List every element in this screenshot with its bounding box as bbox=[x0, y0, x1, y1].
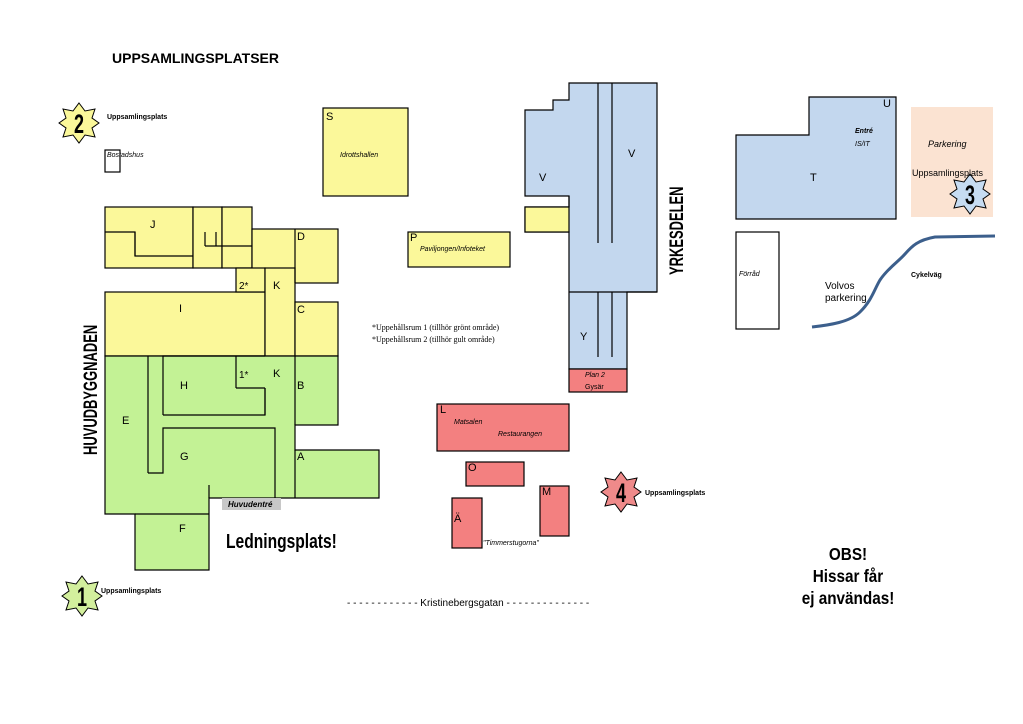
label-p: P bbox=[410, 232, 417, 244]
label-i: I bbox=[179, 303, 182, 315]
building-l bbox=[436, 403, 570, 452]
bike-path bbox=[811, 234, 996, 329]
assembly-point-3: 3 Uppsamlingsplats bbox=[912, 168, 991, 215]
building-j bbox=[104, 206, 194, 269]
star-2-icon bbox=[58, 102, 100, 144]
building-s bbox=[322, 107, 409, 197]
residence-label: Bostadshus bbox=[107, 152, 144, 159]
label-l: L bbox=[440, 404, 446, 416]
star-4-number: 4 bbox=[616, 479, 626, 508]
main-building-yellow-zone bbox=[104, 206, 339, 357]
street-name: - - - - - - - - - - - - Kristinebergsgat… bbox=[347, 598, 589, 609]
label-m: M bbox=[542, 486, 551, 498]
note-rest-room-1: *Uppehållsrum 1 (tillhör grönt område) bbox=[372, 323, 499, 332]
star-1-label: Uppsamlingsplats bbox=[101, 588, 161, 595]
star-2-number: 2 bbox=[74, 110, 84, 139]
star-2-label: Uppsamlingsplats bbox=[107, 114, 167, 121]
label-a: A bbox=[297, 451, 305, 463]
star-3-icon bbox=[949, 173, 991, 215]
note-rest-room-2: *Uppehållsrum 2 (tillhör gult område) bbox=[372, 335, 495, 344]
main-entrance-label: Huvudentré bbox=[228, 500, 273, 509]
gysar-label: Gysär bbox=[585, 384, 604, 391]
star-4-icon bbox=[600, 471, 642, 513]
entrance-label: Entré bbox=[855, 128, 873, 135]
sports-hall-label: Idrottshallen bbox=[340, 152, 378, 159]
residence-building bbox=[104, 149, 121, 173]
notice-line-2: Hissar får bbox=[813, 566, 884, 586]
star-3-label: Uppsamlingsplats bbox=[912, 168, 984, 178]
label-d: D bbox=[297, 231, 305, 243]
label-k-upper: K bbox=[273, 280, 281, 292]
building-j-east bbox=[192, 206, 223, 269]
vocational-section-name: YRKESDELEN bbox=[665, 187, 687, 275]
star-1-icon bbox=[61, 575, 103, 617]
timber-cabins-label: "Timmerstugorna" bbox=[483, 540, 539, 547]
main-entrance bbox=[222, 498, 281, 510]
label-e: E bbox=[122, 415, 129, 427]
label-k-lower: K bbox=[273, 368, 281, 380]
command-post-label: Ledningsplats! bbox=[226, 530, 337, 552]
volvo-label: Volvos bbox=[825, 281, 854, 292]
star-3-number: 3 bbox=[965, 181, 975, 210]
notice-line-1: OBS! bbox=[829, 544, 867, 564]
building-p bbox=[407, 231, 511, 268]
main-building-name: HUVUDBYGGNADEN bbox=[79, 325, 101, 455]
label-g: G bbox=[180, 451, 189, 463]
label-o: Ö bbox=[468, 462, 477, 474]
label-b: B bbox=[297, 380, 304, 392]
building-c bbox=[294, 301, 339, 357]
vocational-yellow-annex bbox=[524, 206, 570, 233]
building-m bbox=[539, 485, 570, 537]
label-c: C bbox=[297, 304, 305, 316]
label-y: Y bbox=[580, 331, 588, 343]
label-h: H bbox=[180, 380, 188, 392]
assembly-point-2: 2 Uppsamlingsplats bbox=[58, 102, 167, 144]
label-v-right: V bbox=[628, 148, 636, 160]
storage-label: Förråd bbox=[739, 270, 761, 278]
star-4-label: Uppsamlingsplats bbox=[645, 490, 705, 497]
isit-label: IS/IT bbox=[855, 141, 871, 148]
label-2star: 2* bbox=[239, 281, 249, 292]
assembly-point-1: 1 Uppsamlingsplats bbox=[61, 575, 161, 617]
label-u: U bbox=[883, 98, 891, 110]
label-f: F bbox=[179, 523, 186, 535]
star-1-number: 1 bbox=[77, 583, 87, 612]
building-i bbox=[104, 291, 266, 357]
gysar-unit bbox=[568, 368, 628, 393]
volvo-parking-label: parkering bbox=[825, 293, 867, 304]
restaurant-label: Restaurangen bbox=[498, 431, 542, 438]
parking-label: Parkering bbox=[928, 139, 967, 149]
label-s: S bbox=[326, 111, 333, 123]
label-ae: Ä bbox=[454, 513, 462, 525]
label-v-left: V bbox=[539, 172, 547, 184]
plan2-label: Plan 2 bbox=[585, 372, 605, 379]
bike-path-label: Cykelväg bbox=[911, 272, 942, 279]
label-t: T bbox=[810, 172, 817, 184]
notice-line-3: ej användas! bbox=[802, 588, 895, 608]
building-ae bbox=[451, 497, 483, 549]
label-j: J bbox=[150, 219, 156, 231]
room-2star bbox=[235, 267, 266, 293]
building-o bbox=[465, 461, 525, 487]
dining-hall-label: Matsalen bbox=[454, 419, 483, 426]
label-1star: 1* bbox=[239, 370, 249, 381]
map-title: UPPSAMLINGSPLATSER bbox=[112, 50, 279, 66]
pavilion-label: Paviljongen/Infoteket bbox=[420, 246, 486, 253]
storage-building bbox=[735, 231, 780, 330]
building-t bbox=[735, 96, 897, 220]
building-j-corner bbox=[221, 206, 253, 269]
assembly-point-4: 4 Uppsamlingsplats bbox=[600, 471, 705, 513]
